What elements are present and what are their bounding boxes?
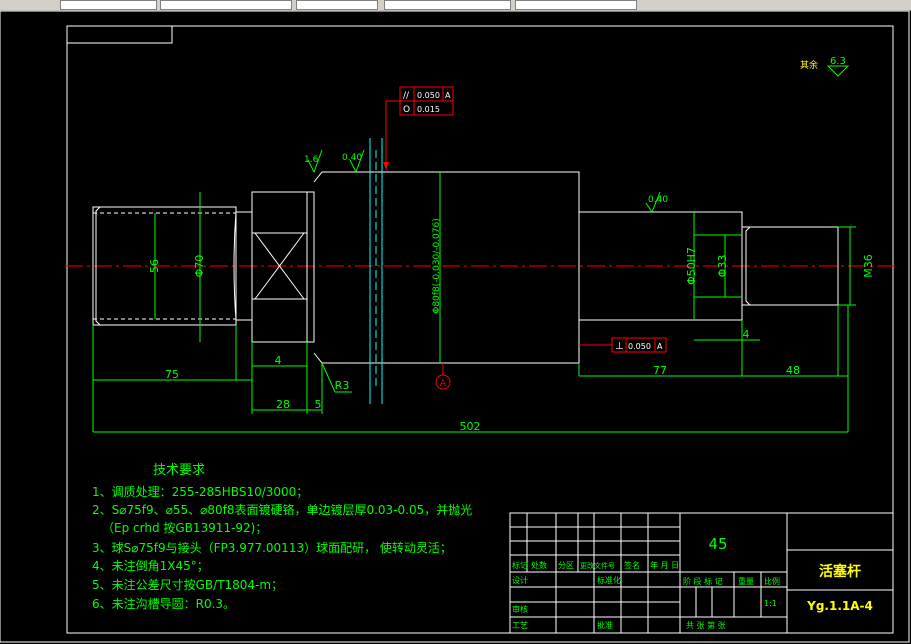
dim-48: 48	[786, 364, 800, 377]
svg-text:0.050: 0.050	[628, 342, 651, 351]
toolbar-field[interactable]	[160, 0, 292, 10]
dim-m36: M36	[862, 254, 875, 278]
toolbar-field[interactable]	[384, 0, 511, 10]
material: 45	[708, 535, 727, 553]
note-line: 2、S⌀75f9、⌀55、⌀80f8表面镀硬铬，单边镀层厚0.03-0.05，并…	[92, 502, 472, 517]
svg-text:0.015: 0.015	[417, 105, 440, 114]
hidden-lines	[93, 212, 236, 320]
roughness-0-40-b: 0.40	[648, 195, 668, 205]
toolbar-field[interactable]	[515, 0, 637, 10]
corner-box	[66, 25, 173, 44]
dim-502: 502	[460, 420, 481, 433]
roughness-label: 其余	[800, 59, 818, 71]
roughness-value: 6.3	[830, 56, 846, 67]
technical-notes: 技术要求 1、调质处理：255-285HBS10/3000； 2、S⌀75f9、…	[92, 463, 472, 611]
svg-text://: //	[403, 91, 410, 101]
part-name: 活塞杆	[819, 563, 861, 580]
toolbar-field[interactable]	[296, 0, 378, 10]
note-line: 4、未注倒角1X45°；	[92, 558, 209, 573]
svg-text:比例: 比例	[764, 576, 780, 586]
svg-text:重量: 重量	[738, 576, 754, 586]
dimension-lines	[92, 172, 856, 433]
svg-text:更改文件号: 更改文件号	[580, 561, 615, 570]
bore-lines	[694, 234, 742, 298]
title-block: 标记 处数 分区 更改文件号 签名 年 月 日 设计 标准化 审核 工艺 批准 …	[509, 512, 894, 634]
dim-5: 5	[315, 398, 322, 411]
svg-text:O: O	[403, 105, 410, 115]
dim-77: 77	[653, 364, 667, 377]
svg-text:审核: 审核	[512, 604, 528, 614]
shaft-outline	[92, 171, 839, 364]
svg-text:分区: 分区	[558, 561, 574, 570]
roughness-symbol-icon	[826, 65, 850, 77]
dim-75: 75	[165, 368, 179, 381]
drawing-number: Yg.1.1A-4	[806, 599, 873, 613]
svg-text:A: A	[440, 379, 447, 389]
svg-text:阶 段 标 记: 阶 段 标 记	[683, 576, 723, 586]
note-line: 5、未注公差尺寸按GB/T1804-m；	[92, 577, 283, 592]
note-line: 3、球S⌀75f9与接头（FP3.977.00113）球面配研， 使转动灵活；	[92, 540, 452, 555]
dim-70: Φ70	[193, 255, 206, 278]
datum-a: A	[435, 363, 451, 390]
tolerance-frame-top: // 0.050 A O 0.015	[383, 86, 454, 170]
dim-50: Φ50H7	[685, 247, 698, 285]
tolerance-frame-bottom: ⊥ 0.050 A	[579, 337, 667, 353]
toolbar-field[interactable]	[60, 0, 157, 10]
outer-border	[0, 10, 910, 643]
svg-text:工艺: 工艺	[512, 621, 528, 630]
dimension-texts: 56 Φ70 Φ80f8(-0.030/-0.076) Φ50H7 Φ33 M3…	[148, 218, 875, 433]
svg-text:共 张 第 张: 共 张 第 张	[686, 620, 726, 630]
svg-text:A: A	[657, 342, 663, 351]
dim-33: Φ33	[716, 255, 729, 278]
note-line: 1、调质处理：255-285HBS10/3000；	[92, 485, 308, 499]
dim-80: Φ80f8(-0.030/-0.076)	[432, 218, 442, 314]
svg-text:1:1: 1:1	[764, 599, 777, 608]
general-roughness: 其余 6.3	[800, 56, 850, 77]
section-lines	[369, 138, 383, 404]
roughness-mark-texts: 1.6 0.40 0.40	[304, 153, 668, 205]
svg-text:⊥: ⊥	[615, 341, 624, 352]
dim-4-left: 4	[275, 354, 282, 367]
svg-text:处数: 处数	[531, 560, 547, 570]
roughness-marks	[307, 149, 661, 214]
note-line: 6、未注沟槽导圆：R0.3。	[92, 596, 235, 611]
svg-text:0.050: 0.050	[417, 91, 440, 100]
inner-frame	[66, 25, 894, 634]
svg-text:签名: 签名	[624, 560, 640, 570]
note-line: （Ep crhd 按GB13911-92)；	[102, 521, 267, 535]
dim-56: 56	[148, 259, 161, 273]
notes-title: 技术要求	[153, 463, 205, 478]
roughness-0-40-a: 0.40	[342, 153, 362, 163]
svg-text:标记: 标记	[512, 560, 528, 570]
dim-4-right: 4	[743, 328, 750, 341]
dim-28: 28	[276, 398, 290, 411]
svg-text:标准化: 标准化	[597, 575, 621, 585]
svg-text:批准: 批准	[597, 620, 613, 630]
svg-text:A: A	[445, 91, 451, 100]
svg-text:设计: 设计	[512, 575, 528, 585]
svg-text:年 月 日: 年 月 日	[650, 560, 679, 570]
roughness-1-6: 1.6	[304, 155, 319, 165]
dim-r3: R3	[335, 379, 350, 392]
